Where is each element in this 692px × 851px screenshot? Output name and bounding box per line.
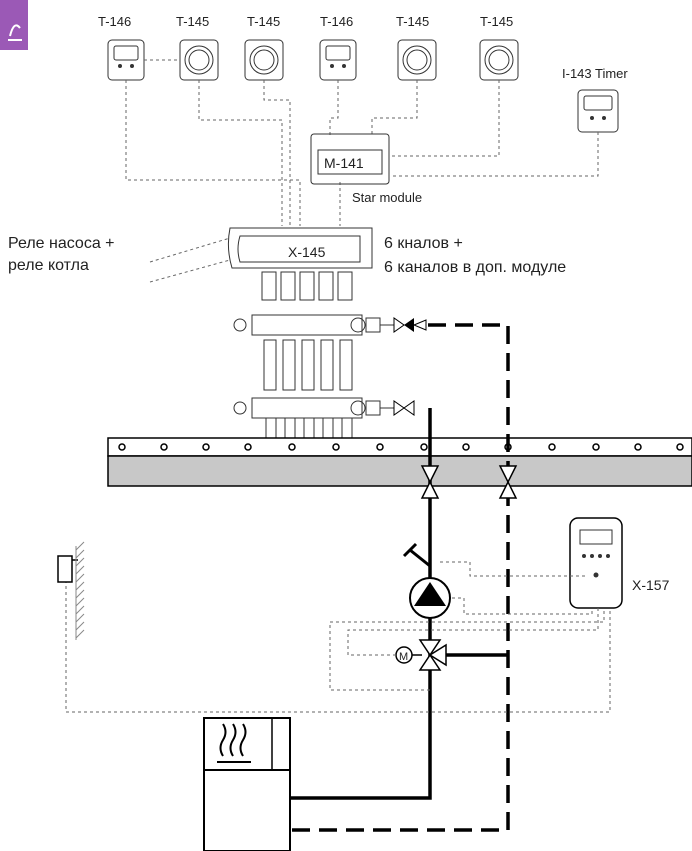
return-pipe <box>290 323 510 832</box>
x145-controller <box>227 227 373 269</box>
return-manifold <box>233 397 415 419</box>
relay-label-line2: реле котла <box>8 257 89 274</box>
actuators <box>261 271 353 301</box>
mixing-valve <box>418 639 447 671</box>
module-name: M-141 <box>324 155 364 171</box>
timer-device <box>577 89 619 133</box>
outdoor-sensor <box>57 555 78 583</box>
boiler-supply-pipe <box>290 690 432 800</box>
floor-slab <box>107 437 692 487</box>
thermostat-dial-2 <box>179 39 219 81</box>
star-module <box>310 133 390 185</box>
flow-meters <box>263 339 353 391</box>
thermostat-label-2: T-145 <box>176 14 209 29</box>
valve-supply <box>420 465 440 499</box>
boiler <box>203 717 291 851</box>
thermostat-label-1: T-146 <box>98 14 131 29</box>
x157-controller <box>569 517 623 609</box>
thermostat-digital-4 <box>319 39 357 81</box>
thermostat-dial-5 <box>397 39 437 81</box>
motor-label: M <box>399 651 408 663</box>
module-caption: Star module <box>352 190 422 205</box>
channels-label-line1: 6 кналов + <box>384 235 463 252</box>
channels-label-line2: 6 каналов в доп. модуле <box>384 259 566 276</box>
floor-outlets <box>265 417 353 441</box>
heat-waves-icon <box>217 723 251 763</box>
circulation-pump <box>409 577 451 619</box>
mixer-controller-wiring <box>65 561 611 713</box>
relay-wire-1 <box>149 237 231 263</box>
wall-hatch <box>75 541 85 640</box>
supply-manifold <box>233 314 427 336</box>
heat-icon <box>0 0 28 50</box>
thermostat-label-4: T-146 <box>320 14 353 29</box>
thermostat-wiring <box>125 80 599 226</box>
relay-wire-2 <box>149 259 231 283</box>
temperature-sensor <box>409 548 431 568</box>
controller-name: X-145 <box>288 244 326 260</box>
mixer-controller-name: X-157 <box>632 577 670 593</box>
relay-label-line1: Реле насоса + <box>8 235 115 252</box>
thermostat-digital-1 <box>107 39 145 81</box>
valve-return <box>498 465 518 499</box>
thermostat-label-5: T-145 <box>396 14 429 29</box>
thermostat-label-3: T-145 <box>247 14 280 29</box>
thermostat-label-6: T-145 <box>480 14 513 29</box>
timer-label: I-143 Timer <box>562 66 628 81</box>
thermostat-dial-6 <box>479 39 519 81</box>
thermostat-dial-3 <box>244 39 284 81</box>
